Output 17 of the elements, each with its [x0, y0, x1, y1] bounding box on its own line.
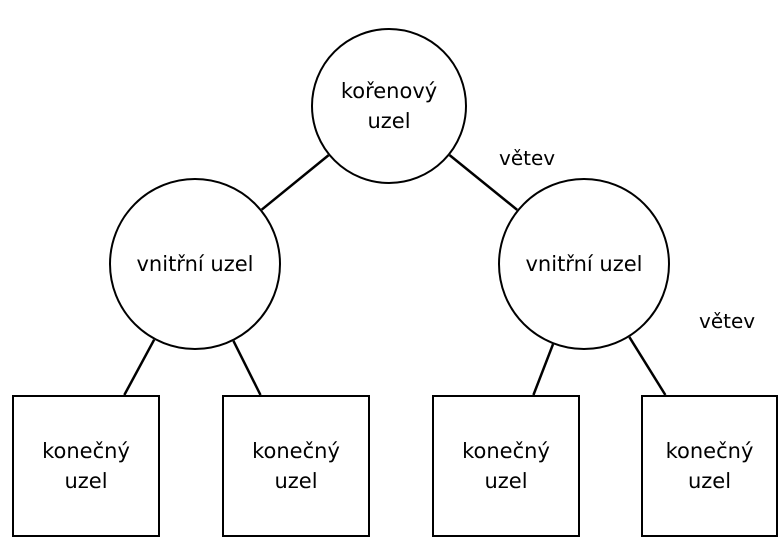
leaf-box	[222, 395, 370, 537]
node-label: vnitřní uzel	[524, 250, 644, 278]
branch-line	[448, 154, 518, 211]
branch-line	[260, 154, 330, 211]
node-label: konečný uzel	[251, 438, 341, 495]
leaf-box	[641, 395, 778, 537]
node-label: kořenový uzel	[340, 78, 438, 135]
leaf-box	[432, 395, 580, 537]
node-label: vnitřní uzel	[136, 250, 254, 278]
branch-line	[532, 344, 554, 396]
node-label: konečný uzel	[461, 438, 551, 495]
branch-line	[123, 339, 156, 396]
node-label: konečný uzel	[41, 438, 131, 495]
branch-line	[628, 336, 666, 396]
branch-line	[232, 340, 262, 396]
leaf-box	[12, 395, 160, 537]
node-label: konečný uzel	[664, 438, 754, 495]
